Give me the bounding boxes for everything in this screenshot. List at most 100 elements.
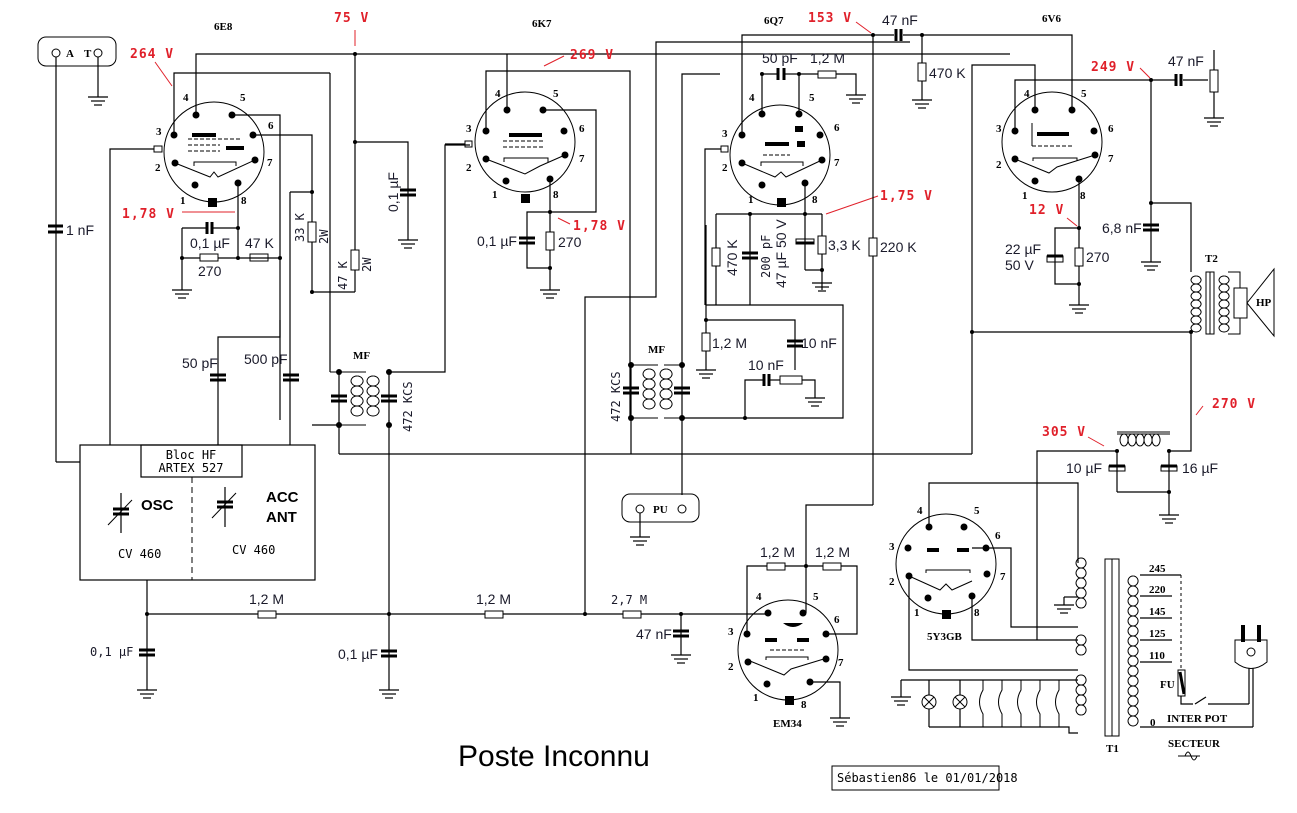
svg-text:5: 5 [1081, 88, 1087, 100]
svg-text:1,2 M: 1,2 M [712, 335, 747, 351]
svg-text:50 V: 50 V [1005, 257, 1034, 273]
tube-6k7-label: 6K7 [532, 18, 552, 30]
svg-text:470 K: 470 K [929, 65, 966, 81]
svg-text:4: 4 [756, 591, 762, 603]
svg-text:270: 270 [558, 234, 582, 250]
ground-icon [1159, 514, 1179, 524]
tube-5y3gb-label: 5Y3GB [927, 631, 963, 643]
svg-text:47 nF: 47 nF [636, 626, 672, 642]
svg-text:5: 5 [553, 88, 559, 100]
voltage-153v: 153 V [808, 11, 852, 26]
svg-text:1,2 M: 1,2 M [760, 544, 795, 560]
svg-text:1,2 M: 1,2 M [476, 591, 511, 607]
variable-capacitor-icon [211, 487, 237, 527]
svg-text:145: 145 [1149, 606, 1166, 618]
svg-text:ACC: ACC [266, 489, 299, 506]
svg-text:3: 3 [156, 126, 162, 138]
ground-icon [540, 289, 560, 299]
svg-text:472 KCS: 472 KCS [609, 371, 623, 422]
svg-text:8: 8 [974, 607, 980, 619]
signature-box: Sébastien86 le 01/01/2018 [831, 765, 1018, 791]
svg-text:10 nF: 10 nF [801, 335, 837, 351]
svg-text:10 nF: 10 nF [748, 357, 784, 373]
svg-text:1: 1 [753, 692, 759, 704]
pickup-connector: PU [621, 493, 700, 546]
svg-text:5: 5 [809, 92, 815, 104]
fuse-icon: FU [1160, 669, 1186, 697]
ground-icon [812, 282, 832, 292]
ground-icon [137, 689, 157, 699]
svg-text:HP: HP [1256, 297, 1272, 309]
variable-capacitor-icon [107, 493, 133, 533]
voltage-1-78v-6k7: 1,78 V [573, 219, 626, 234]
svg-text:0,1 µF: 0,1 µF [477, 233, 517, 249]
svg-text:7: 7 [1108, 153, 1114, 165]
ground-icon [630, 536, 650, 546]
svg-text:8: 8 [801, 699, 807, 711]
svg-text:5: 5 [813, 591, 819, 603]
svg-text:1 nF: 1 nF [66, 222, 94, 238]
svg-text:7: 7 [834, 157, 840, 169]
tube-em34-label: EM34 [773, 718, 802, 730]
svg-text:270: 270 [198, 263, 222, 279]
mains-taps: 245 220 145 125 110 0 [1140, 563, 1253, 729]
voltage-249v: 249 V [1091, 60, 1135, 75]
svg-text:1: 1 [914, 607, 920, 619]
svg-text:10 µF: 10 µF [1066, 460, 1102, 476]
ground-icon [1141, 261, 1161, 271]
voltage-75v: 75 V [334, 11, 369, 26]
svg-text:3: 3 [889, 541, 895, 553]
svg-text:FU: FU [1160, 679, 1175, 691]
svg-text:470 K: 470 K [724, 239, 740, 276]
svg-text:T1: T1 [1106, 743, 1119, 755]
tube-6k7: 6K7 4 5 3 6 2 7 1 8 [464, 18, 585, 203]
svg-text:50 pF: 50 pF [762, 50, 798, 66]
svg-text:3: 3 [996, 123, 1002, 135]
voltage-1-78v-6e8: 1,78 V [122, 207, 175, 222]
voltage-270v: 270 V [1212, 397, 1256, 412]
svg-text:1: 1 [1022, 190, 1028, 202]
svg-text:MF: MF [648, 344, 665, 356]
filter-choke [1117, 431, 1170, 447]
svg-text:6: 6 [1108, 123, 1114, 135]
tube-6v6-label: 6V6 [1042, 13, 1061, 25]
svg-text:6: 6 [834, 122, 840, 134]
svg-text:7: 7 [838, 657, 844, 669]
svg-text:200 pF: 200 pF [759, 235, 773, 278]
svg-text:ANT: ANT [266, 509, 297, 526]
svg-text:4: 4 [917, 505, 923, 517]
svg-text:270: 270 [1086, 249, 1110, 265]
svg-text:3: 3 [722, 128, 728, 140]
svg-text:22 µF: 22 µF [1005, 241, 1041, 257]
svg-text:2: 2 [889, 576, 895, 588]
svg-text:CV 460: CV 460 [118, 547, 161, 561]
svg-text:4: 4 [495, 88, 501, 100]
svg-text:16 µF: 16 µF [1182, 460, 1218, 476]
svg-text:8: 8 [241, 195, 247, 207]
svg-text:T2: T2 [1205, 253, 1218, 265]
svg-text:ARTEX 527: ARTEX 527 [158, 461, 223, 475]
power-switch[interactable]: INTER POT [1167, 696, 1249, 725]
svg-text:33 K: 33 K [293, 212, 307, 242]
power-transformer-t1: T1 [1075, 557, 1139, 755]
speaker-icon: HP [1233, 267, 1275, 338]
antenna-connector: A T [37, 36, 117, 463]
svg-text:0: 0 [1150, 717, 1156, 729]
pilot-lamp-icon [952, 680, 968, 727]
voltage-1-75v: 1,75 V [880, 189, 933, 204]
tube-5y3gb: 3 4 5 6 2 7 1 8 5Y3GB [889, 505, 1006, 643]
ground-icon [671, 654, 691, 664]
svg-text:2: 2 [155, 162, 161, 174]
tube-6q7-label: 6Q7 [764, 15, 784, 27]
svg-text:2,7 M: 2,7 M [611, 593, 647, 607]
tube-6e8-label: 6E8 [214, 21, 233, 33]
svg-text:472 KCS: 472 KCS [401, 381, 415, 432]
svg-text:2: 2 [996, 159, 1002, 171]
ground-icon [398, 239, 418, 249]
svg-text:3,3 K: 3,3 K [828, 237, 861, 253]
tube-heaters [979, 680, 1060, 727]
pilot-lamp-icon [921, 680, 937, 727]
svg-text:7: 7 [579, 153, 585, 165]
svg-text:7: 7 [1000, 571, 1006, 583]
